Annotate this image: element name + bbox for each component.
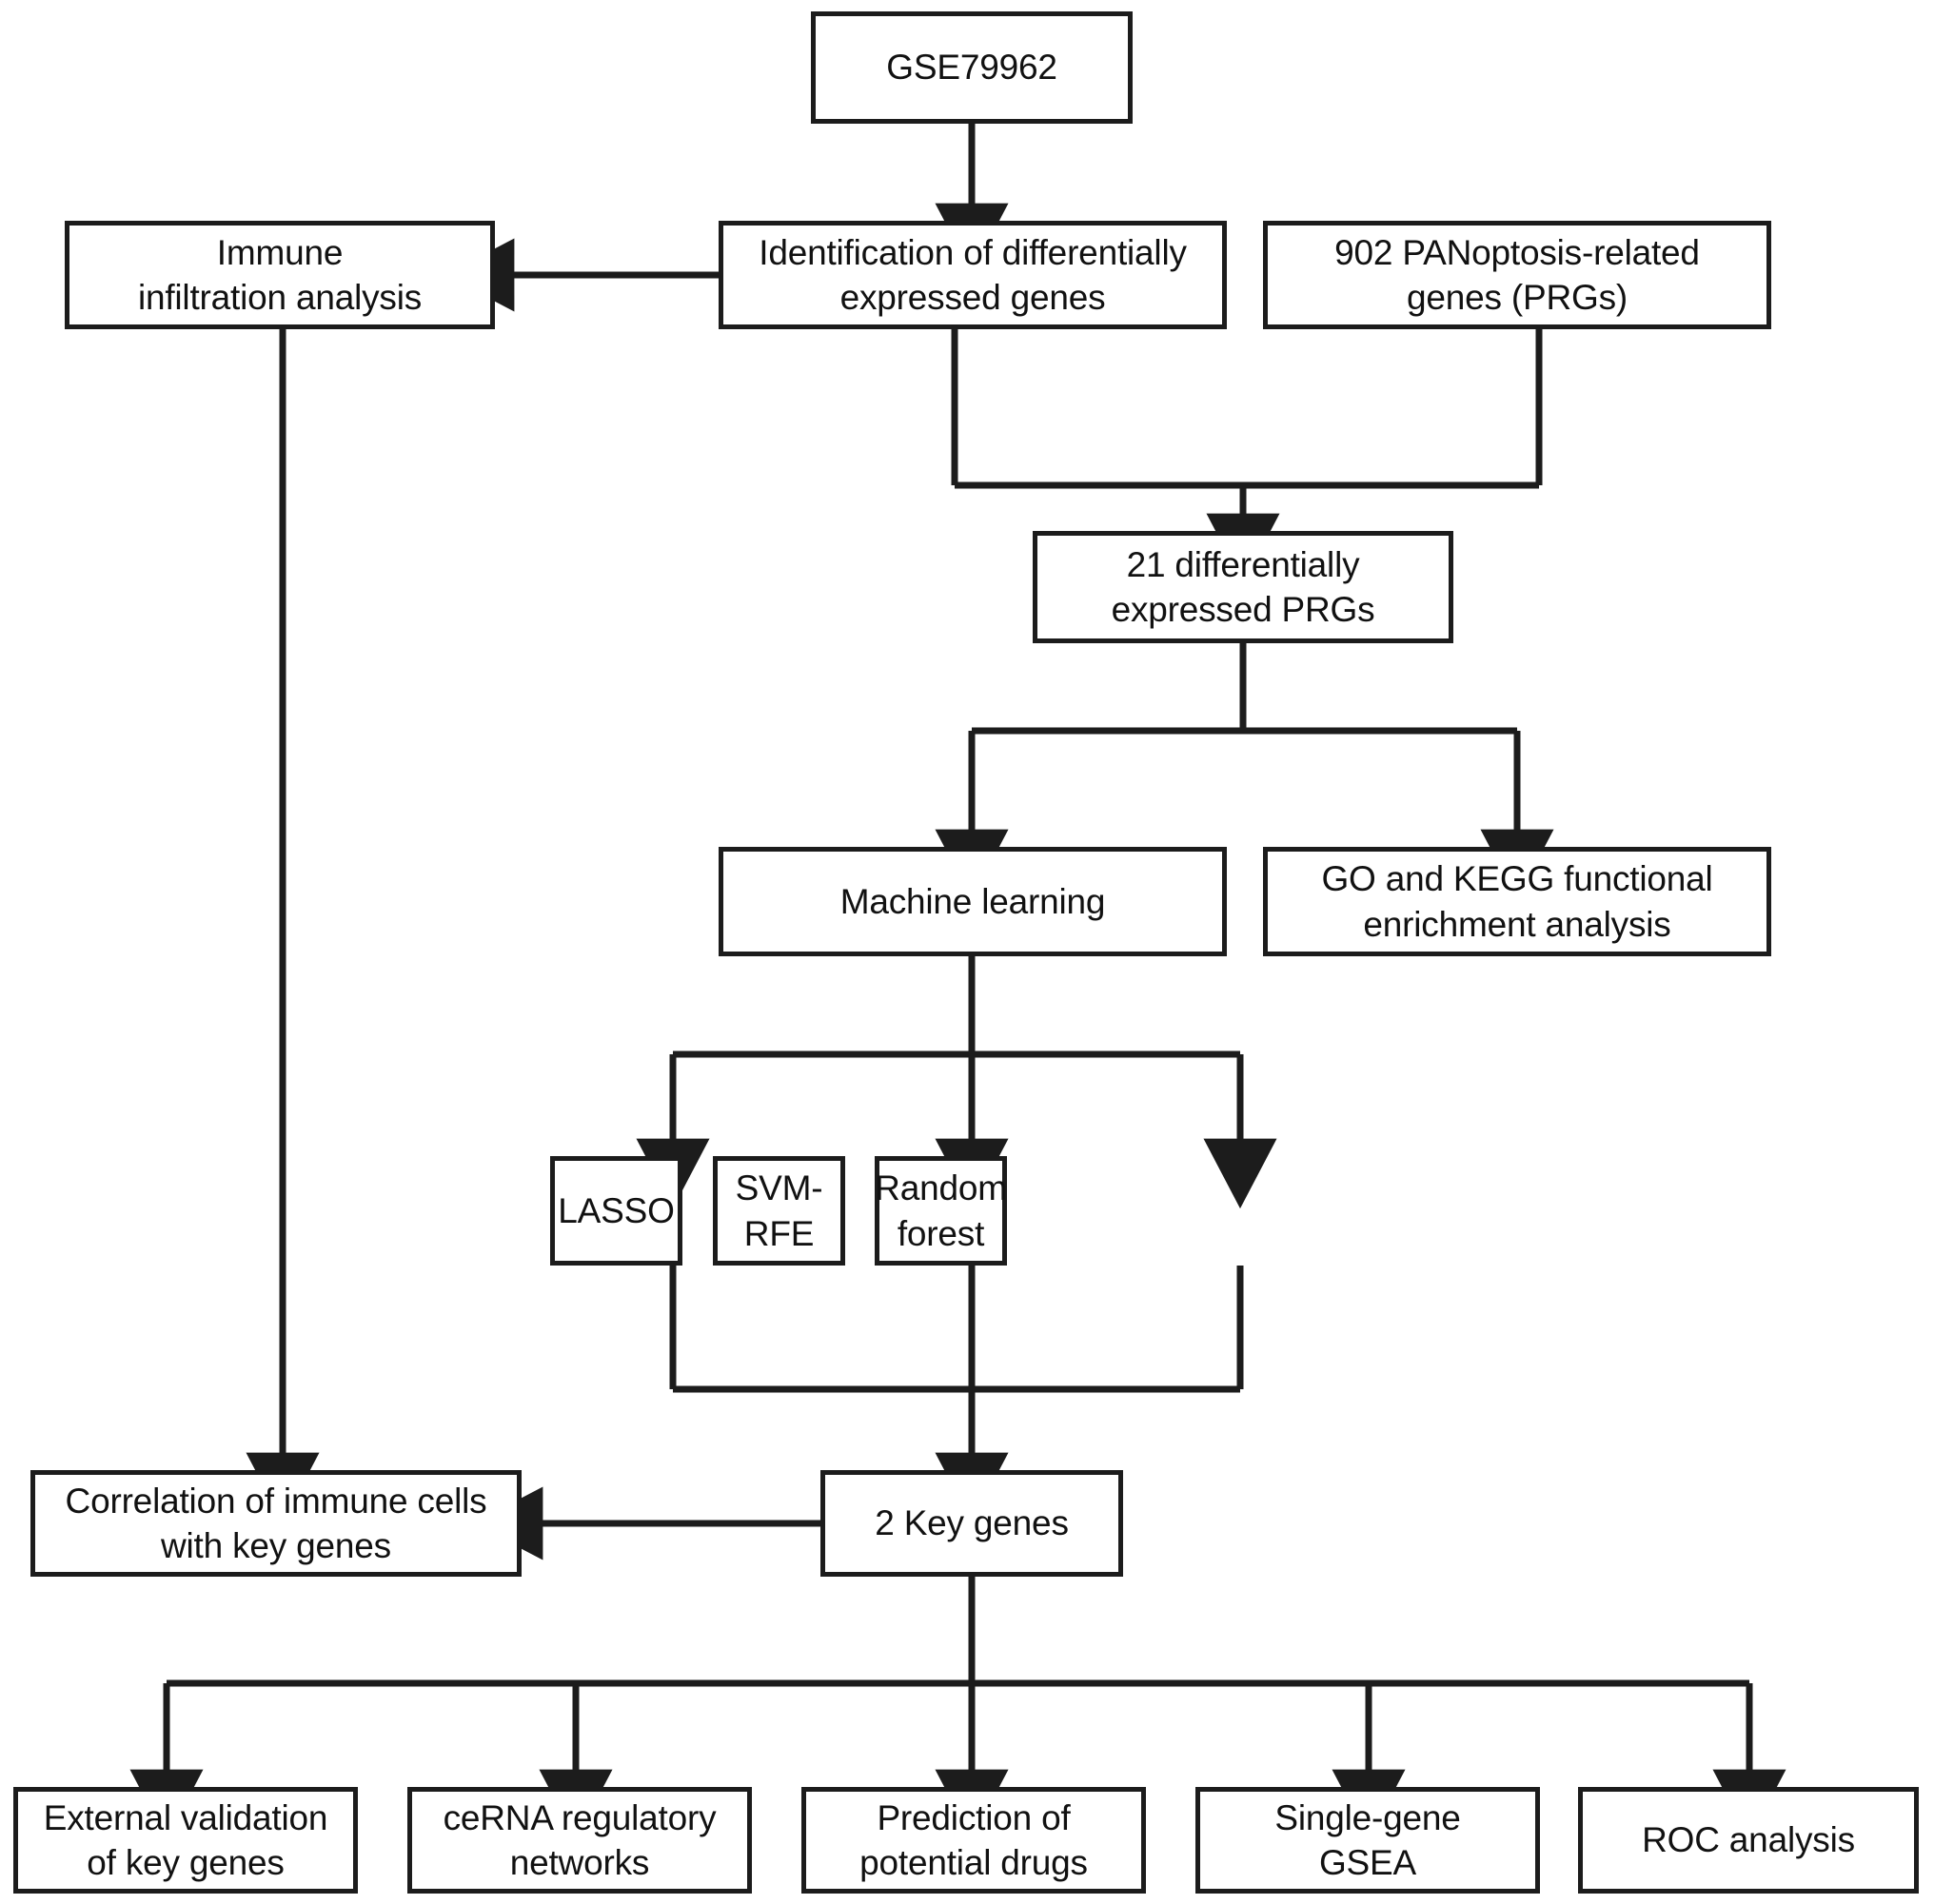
node-single-gene-gsea[interactable]: Single-gene GSEA <box>1195 1787 1540 1894</box>
node-label: ROC analysis <box>1642 1820 1855 1860</box>
node-label: Correlation of immune cells with key gen… <box>65 1481 487 1565</box>
node-label: 2 Key genes <box>875 1503 1069 1543</box>
node-random-forest[interactable]: Random forest <box>875 1156 1007 1266</box>
node-lasso[interactable]: LASSO <box>550 1156 682 1266</box>
node-label: LASSO <box>558 1190 675 1230</box>
node-label: SVM-RFE <box>735 1168 823 1253</box>
node-roc-analysis[interactable]: ROC analysis <box>1578 1787 1919 1894</box>
node-machine-learning[interactable]: Machine learning <box>719 847 1227 956</box>
node-label: Single-gene GSEA <box>1274 1797 1461 1882</box>
node-panoptosis-related-genes[interactable]: 902 PANoptosis-related genes (PRGs) <box>1263 221 1771 329</box>
node-label: Random forest <box>875 1168 1007 1253</box>
node-21-differentially-expressed-prgs[interactable]: 21 differentially expressed PRGs <box>1033 531 1453 643</box>
node-immune-infiltration-analysis[interactable]: Immune infiltration analysis <box>65 221 495 329</box>
node-label: Prediction of potential drugs <box>859 1797 1088 1882</box>
node-2-key-genes[interactable]: 2 Key genes <box>820 1470 1123 1577</box>
node-identification-of-degs[interactable]: Identification of differentially express… <box>719 221 1227 329</box>
node-svm-rfe[interactable]: SVM-RFE <box>713 1156 845 1266</box>
node-label: 902 PANoptosis-related genes (PRGs) <box>1334 232 1700 317</box>
node-gse79962[interactable]: GSE79962 <box>811 11 1133 124</box>
node-external-validation[interactable]: External validation of key genes <box>13 1787 358 1894</box>
node-prediction-of-potential-drugs[interactable]: Prediction of potential drugs <box>801 1787 1146 1894</box>
node-label: GO and KEGG functional enrichment analys… <box>1321 859 1713 944</box>
node-label: Immune infiltration analysis <box>137 232 423 317</box>
node-label: Identification of differentially express… <box>759 232 1187 317</box>
node-label: External validation of key genes <box>43 1797 328 1882</box>
node-label: GSE79962 <box>886 48 1057 88</box>
node-go-kegg-enrichment[interactable]: GO and KEGG functional enrichment analys… <box>1263 847 1771 956</box>
node-correlation-immune-cells-key-genes[interactable]: Correlation of immune cells with key gen… <box>30 1470 522 1577</box>
node-cerna-regulatory-networks[interactable]: ceRNA regulatory networks <box>407 1787 752 1894</box>
node-label: Machine learning <box>839 881 1106 921</box>
node-label: ceRNA regulatory networks <box>443 1797 717 1882</box>
node-label: 21 differentially expressed PRGs <box>1111 544 1375 629</box>
